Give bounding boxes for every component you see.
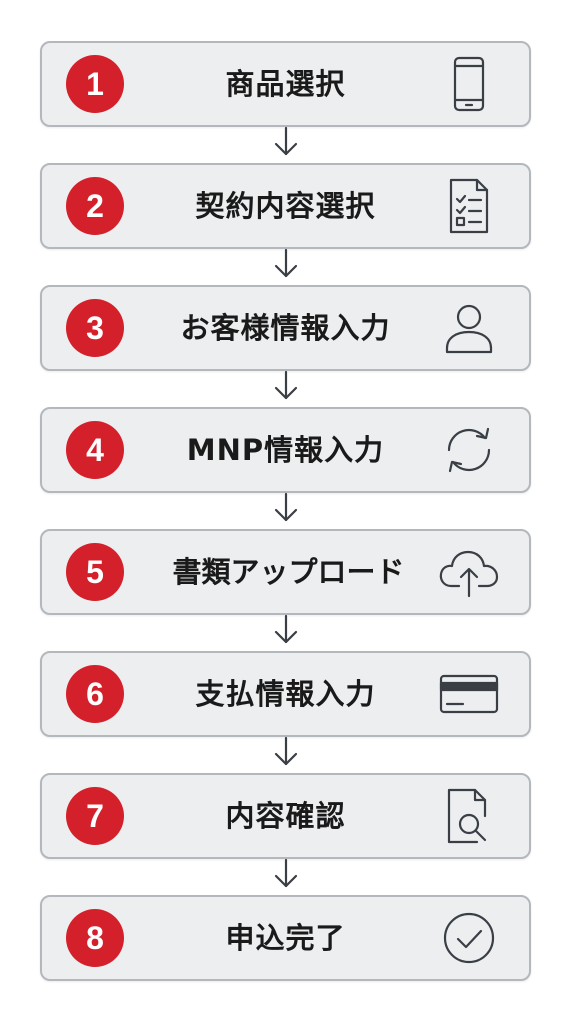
step-label: 商品選択	[225, 67, 346, 101]
flow-arrow-3	[271, 368, 301, 404]
flow-arrow-5	[271, 612, 301, 648]
document-search-icon	[437, 784, 501, 848]
flow-arrow-7	[271, 856, 301, 892]
step-number-badge: 1	[66, 55, 124, 113]
step-label: 内容確認	[225, 799, 346, 833]
step-number-badge: 8	[66, 909, 124, 967]
step-number-badge: 5	[66, 543, 124, 601]
step-4-mnp-info: 4 MNP情報入力	[40, 407, 531, 493]
step-7-confirmation: 7 内容確認	[40, 773, 531, 859]
step-number-badge: 6	[66, 665, 124, 723]
checklist-document-icon	[437, 174, 501, 238]
flow-arrow-6	[271, 734, 301, 770]
step-number-badge: 7	[66, 787, 124, 845]
step-label: お客様情報入力	[180, 311, 391, 345]
cloud-upload-icon	[437, 540, 501, 604]
step-label: 契約内容選択	[195, 189, 376, 223]
smartphone-icon	[437, 52, 501, 116]
flow-arrow-1	[271, 124, 301, 160]
flow-arrow-4	[271, 490, 301, 526]
step-number-badge: 4	[66, 421, 124, 479]
step-number-badge: 2	[66, 177, 124, 235]
step-8-application-complete: 8 申込完了	[40, 895, 531, 981]
check-circle-icon	[437, 906, 501, 970]
user-icon	[437, 296, 501, 360]
step-2-contract-selection: 2 契約内容選択	[40, 163, 531, 249]
step-label: MNP情報入力	[186, 433, 385, 467]
sync-arrows-icon	[437, 418, 501, 482]
step-label: 支払情報入力	[195, 677, 376, 711]
flow-arrow-2	[271, 246, 301, 282]
step-label: 申込完了	[225, 921, 346, 955]
step-5-document-upload: 5 書類アップロード	[40, 529, 531, 615]
step-label: 書類アップロード	[172, 555, 405, 589]
step-1-product-selection: 1 商品選択	[40, 41, 531, 127]
step-3-customer-info: 3 お客様情報入力	[40, 285, 531, 371]
step-number-badge: 3	[66, 299, 124, 357]
credit-card-icon	[437, 662, 501, 726]
step-6-payment-info: 6 支払情報入力	[40, 651, 531, 737]
